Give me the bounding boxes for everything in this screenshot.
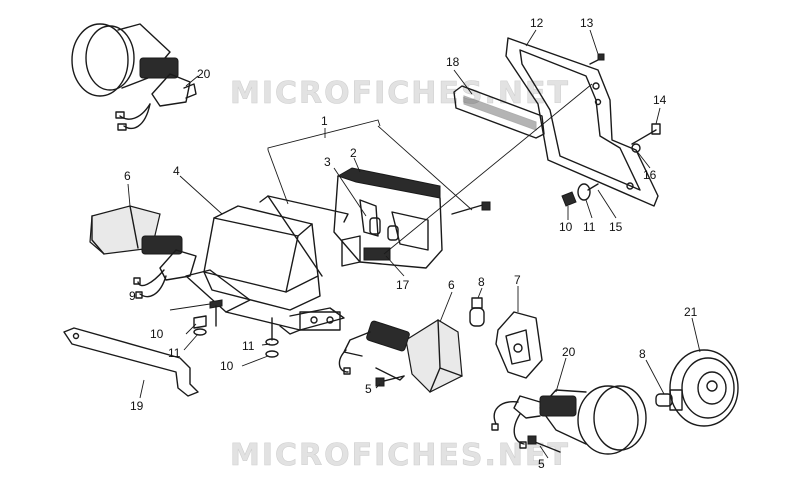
callout-8-center: 8 bbox=[478, 275, 485, 289]
license-support-plate bbox=[63, 327, 199, 397]
callout-11-mid: 11 bbox=[242, 339, 255, 353]
turn-signal-left bbox=[89, 205, 197, 299]
callout-20-top: 20 bbox=[197, 67, 211, 81]
turn-signal-top-left bbox=[71, 23, 197, 131]
screw-center bbox=[375, 375, 405, 387]
screw-13 bbox=[589, 53, 605, 65]
screw-washer-set-left bbox=[193, 299, 279, 358]
callout-18: 18 bbox=[446, 55, 460, 69]
callout-20-bottom: 20 bbox=[562, 345, 576, 359]
callout-16: 16 bbox=[643, 168, 657, 182]
turn-signal-bottom bbox=[491, 385, 647, 455]
callout-9: 9 bbox=[129, 289, 136, 303]
callout-5-center: 5 bbox=[365, 382, 372, 396]
bulb-socket-assembly bbox=[341, 217, 399, 267]
callout-1: 1 bbox=[321, 114, 328, 128]
callout-6-left: 6 bbox=[124, 169, 131, 183]
tail-light-lens bbox=[333, 167, 443, 269]
turn-signal-center bbox=[338, 319, 463, 393]
callout-14: 14 bbox=[653, 93, 667, 107]
reflector-right bbox=[669, 349, 739, 427]
callout-7: 7 bbox=[514, 273, 521, 287]
mounting-screw-head bbox=[481, 201, 491, 211]
tail-light-housing bbox=[203, 195, 349, 311]
bulb-right bbox=[655, 389, 683, 411]
callout-11-right: 11 bbox=[583, 220, 596, 234]
screw-bottom bbox=[527, 435, 561, 453]
callout-5-bottom: 5 bbox=[538, 457, 545, 471]
callout-11-left: 11 bbox=[168, 346, 181, 360]
mounting-screw bbox=[451, 203, 487, 215]
watermark-bottom: MICROFICHES.NET bbox=[230, 438, 570, 473]
callout-8-right: 8 bbox=[639, 347, 646, 361]
callout-17: 17 bbox=[396, 278, 410, 292]
tail-light-bracket bbox=[185, 269, 345, 335]
callout-2: 2 bbox=[350, 146, 357, 160]
callout-15: 15 bbox=[609, 220, 623, 234]
callout-12: 12 bbox=[530, 16, 544, 30]
reflector-socket bbox=[495, 311, 543, 379]
callout-4: 4 bbox=[173, 164, 180, 178]
callout-10-mid: 10 bbox=[220, 359, 234, 373]
leader-lines bbox=[127, 29, 701, 459]
bulb-center bbox=[469, 297, 485, 327]
callout-10-left: 10 bbox=[150, 327, 164, 341]
nut-washer-set-right bbox=[561, 183, 599, 207]
callout-19: 19 bbox=[130, 399, 144, 413]
license-plate-holder bbox=[505, 37, 659, 207]
screw-14 bbox=[631, 123, 661, 153]
callout-10-right: 10 bbox=[559, 220, 573, 234]
callout-6-center: 6 bbox=[448, 278, 455, 292]
callout-21: 21 bbox=[684, 305, 698, 319]
callout-labels: 1 2 3 4 6 20 18 12 13 14 16 10 11 15 17 … bbox=[124, 16, 698, 471]
callout-13: 13 bbox=[580, 16, 594, 30]
watermark-top: MICROFICHES.NET bbox=[230, 76, 570, 111]
callout-3: 3 bbox=[324, 155, 331, 169]
